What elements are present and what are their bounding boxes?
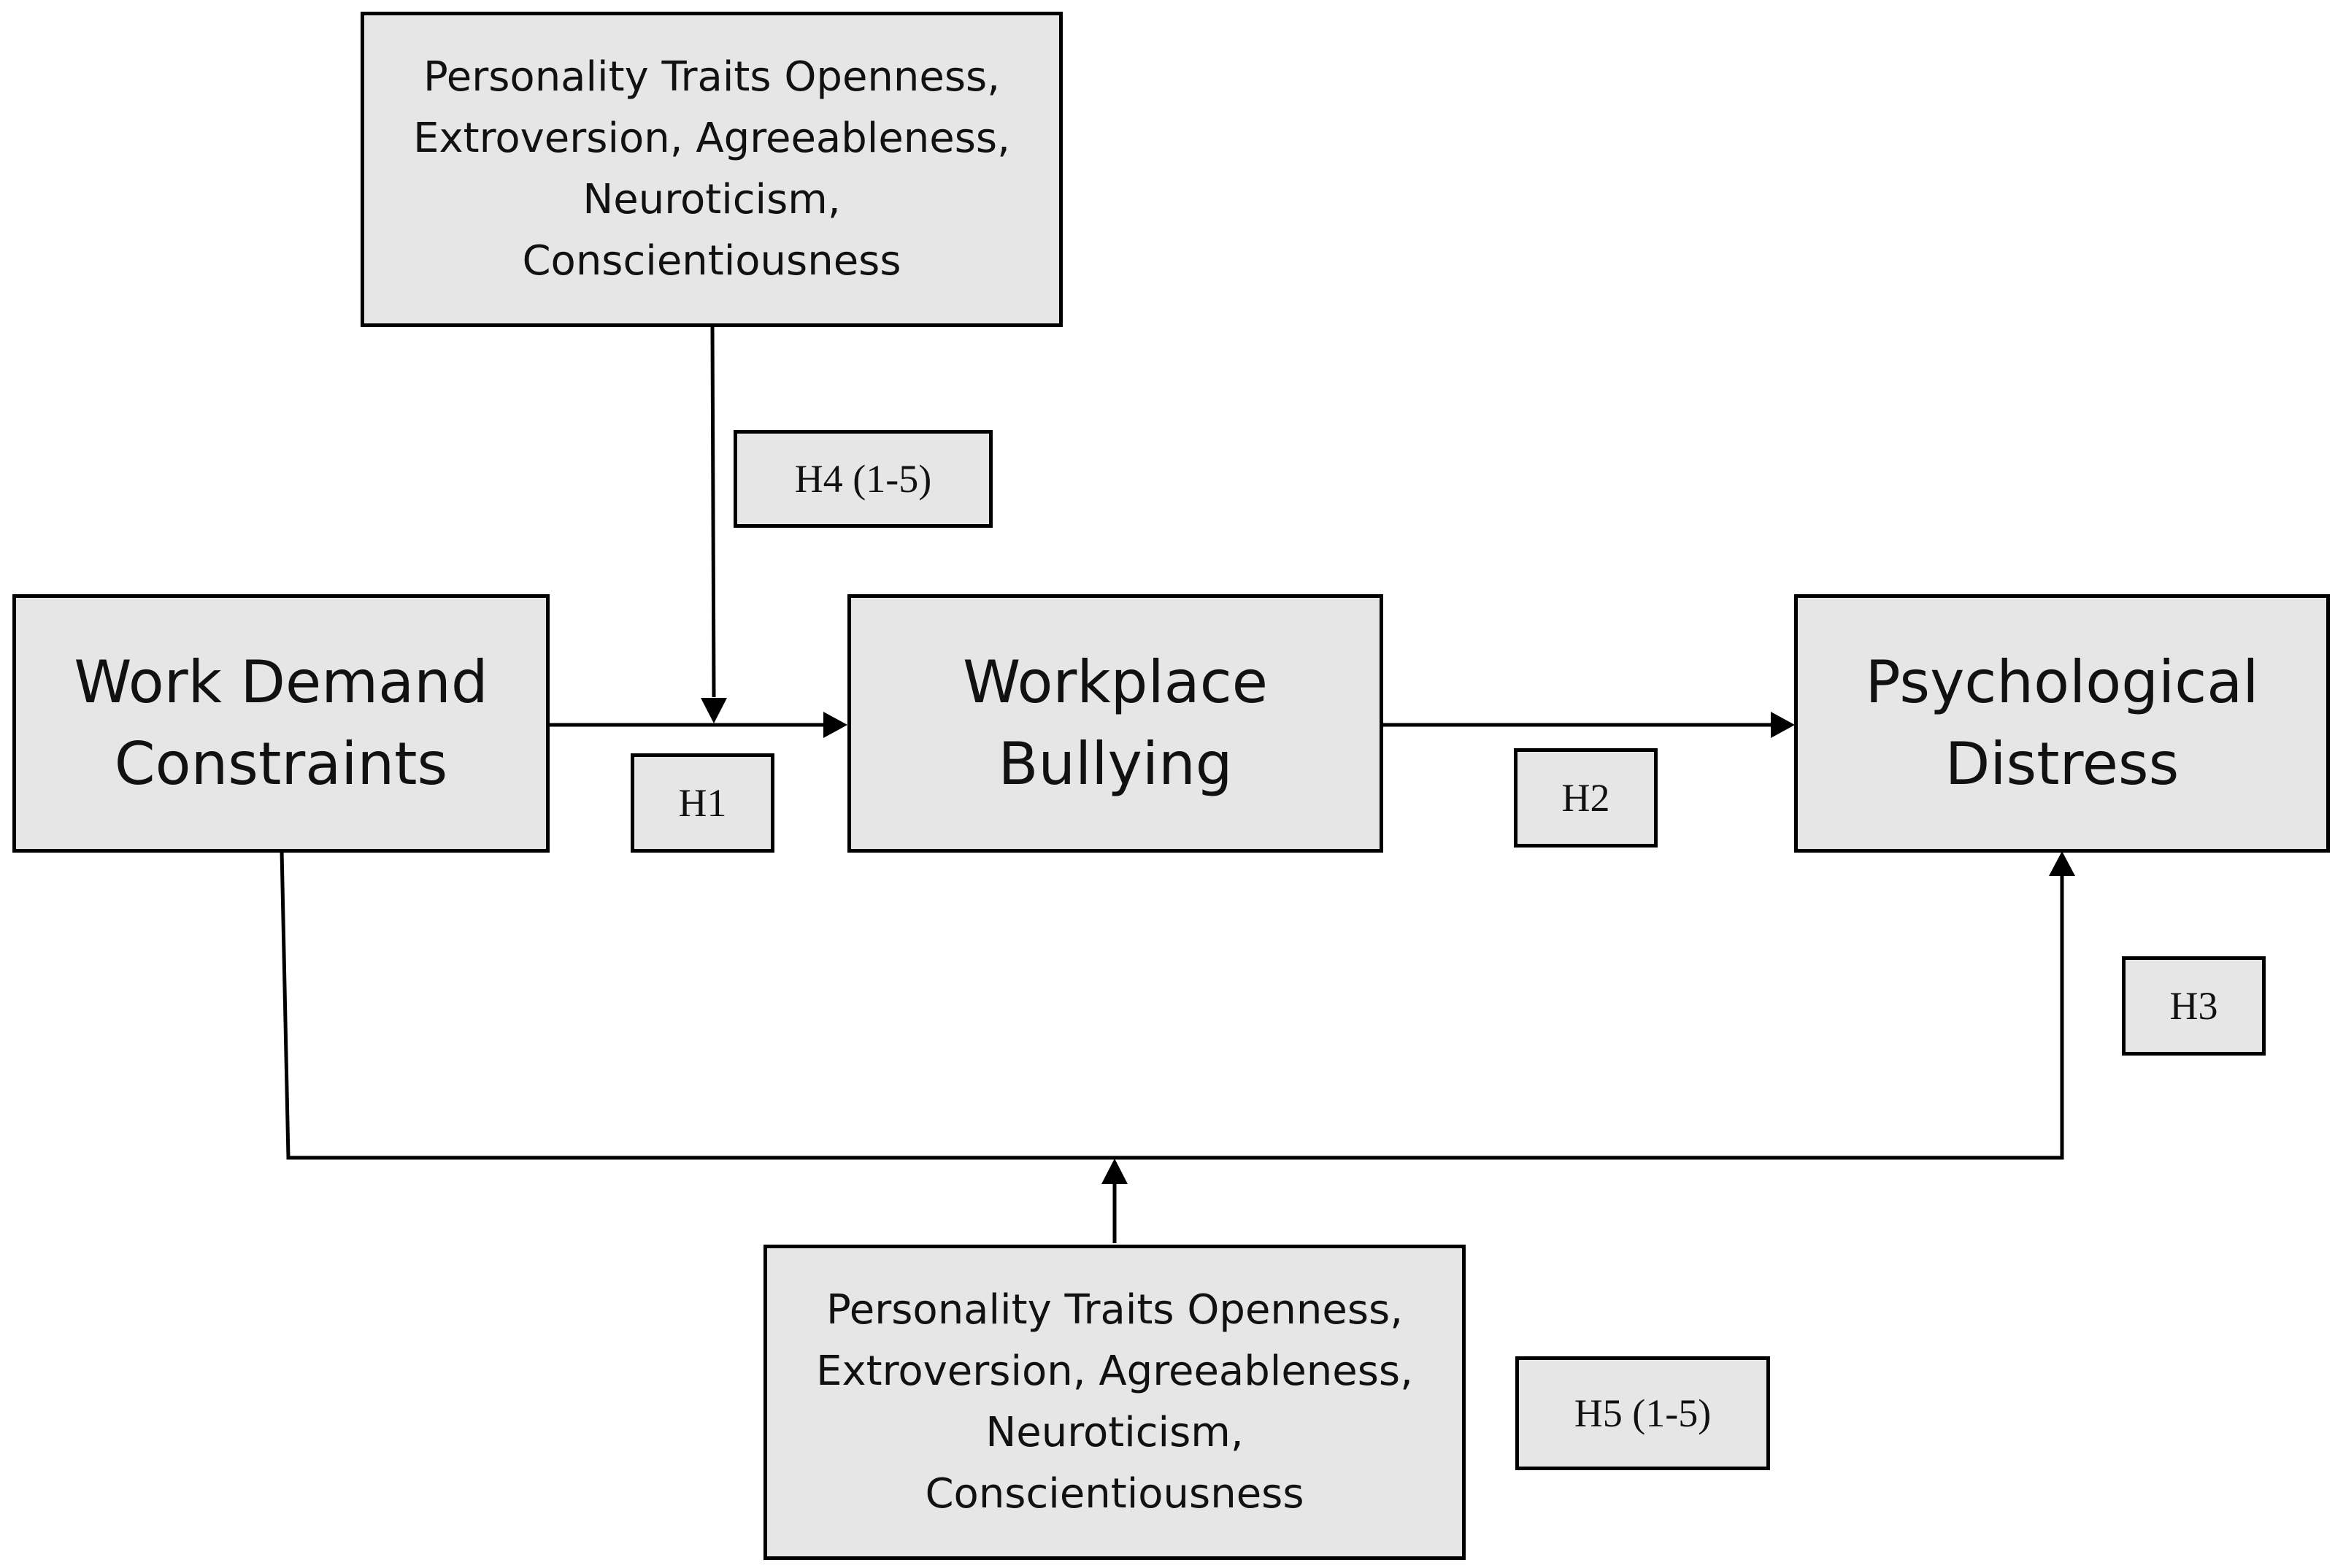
hypothesis-h1-text: H1 xyxy=(678,781,727,825)
hypothesis-h4-label: H4 (1-5) xyxy=(734,430,993,528)
work-demand-line-2: Constraints xyxy=(114,730,448,798)
hypothesis-h5-label: H5 (1-5) xyxy=(1515,1356,1770,1470)
traits-bottom-line-2: Extroversion, Agreeableness, xyxy=(816,1348,1413,1395)
work-demand-constraints-text: Work Demand Constraints xyxy=(74,642,488,805)
personality-traits-top-text: Personality Traits Openness, Extroversio… xyxy=(413,47,1010,292)
hypothesis-h1-label: H1 xyxy=(631,753,774,853)
hypothesis-h5-text: H5 (1-5) xyxy=(1574,1391,1712,1435)
edge-work-demand-to-distress xyxy=(280,850,2064,1160)
personality-traits-bottom-text: Personality Traits Openness, Extroversio… xyxy=(816,1280,1413,1525)
traits-top-line-1: Personality Traits Openness, xyxy=(423,53,1000,101)
arrowhead-into-h1-path xyxy=(701,698,727,723)
bullying-line-2: Bullying xyxy=(998,730,1233,798)
hypothesis-h2-text: H2 xyxy=(1561,776,1610,820)
traits-bottom-line-1: Personality Traits Openness, xyxy=(826,1286,1403,1334)
personality-traits-top-box: Personality Traits Openness, Extroversio… xyxy=(361,12,1063,327)
hypothesis-h3-label: H3 xyxy=(2122,956,2266,1056)
arrowhead-into-distress xyxy=(1771,712,1795,738)
traits-top-line-2: Extroversion, Agreeableness, xyxy=(413,115,1010,162)
arrowhead-into-h3-path xyxy=(1101,1158,1128,1184)
arrowhead-into-bullying xyxy=(823,712,847,738)
traits-bottom-line-4: Conscientiousness xyxy=(925,1470,1304,1518)
personality-traits-bottom-box: Personality Traits Openness, Extroversio… xyxy=(763,1245,1466,1560)
hypothesis-h4-text: H4 (1-5) xyxy=(794,457,932,501)
hypothesis-h2-label: H2 xyxy=(1514,748,1658,848)
traits-bottom-line-3: Neuroticism, xyxy=(985,1409,1244,1456)
bullying-line-1: Workplace xyxy=(963,648,1268,716)
work-demand-line-1: Work Demand xyxy=(74,648,488,716)
workplace-bullying-text: Workplace Bullying xyxy=(963,642,1268,805)
hypothesis-h3-text: H3 xyxy=(2169,984,2218,1028)
distress-line-2: Distress xyxy=(1944,730,2180,798)
traits-top-line-4: Conscientiousness xyxy=(522,237,901,285)
distress-line-1: Psychological xyxy=(1865,648,2259,716)
work-demand-constraints-box: Work Demand Constraints xyxy=(12,594,550,853)
psychological-distress-box: Psychological Distress xyxy=(1794,594,2330,853)
workplace-bullying-box: Workplace Bullying xyxy=(847,594,1383,853)
edge-traits-top-to-h1 xyxy=(710,325,716,698)
traits-top-line-3: Neuroticism, xyxy=(582,176,841,223)
arrowhead-into-distress-bottom xyxy=(2049,851,2075,876)
psychological-distress-text: Psychological Distress xyxy=(1866,642,2259,805)
